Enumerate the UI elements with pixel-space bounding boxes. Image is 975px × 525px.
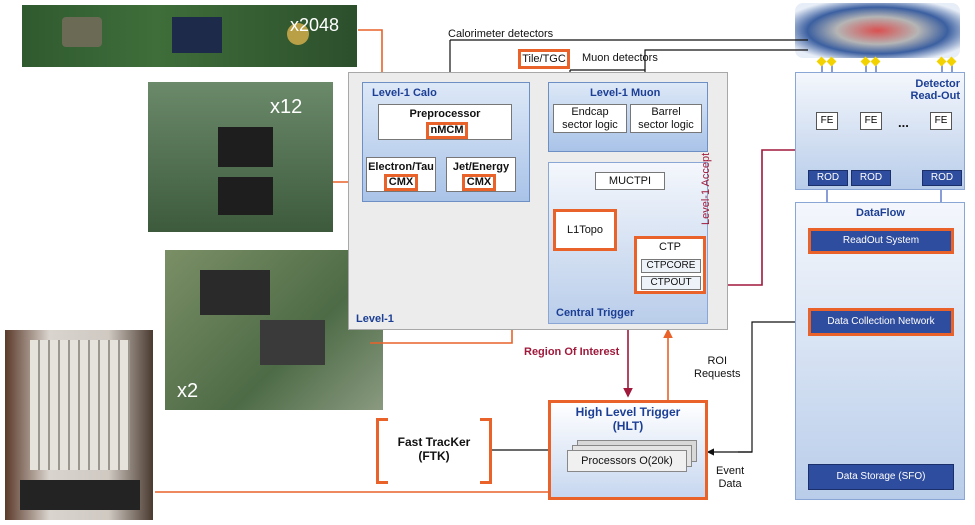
- electron-tau-box: Electron/Tau: [366, 157, 436, 192]
- board-photo-2: x12: [148, 82, 333, 232]
- jet-energy-label: Jet/Energy: [452, 161, 510, 173]
- ctpcore-box: CTPCORE: [641, 259, 701, 273]
- fe-box-1: FE: [816, 112, 838, 130]
- data-storage-box: Data Storage (SFO): [808, 464, 954, 490]
- nmcm-box: nMCM: [426, 122, 468, 139]
- cmx-box-1: CMX: [384, 174, 418, 191]
- multiplier-x2048: x2048: [290, 15, 340, 35]
- ftk-bracket: [376, 418, 492, 484]
- rack-photo: [5, 330, 153, 520]
- level1-accept-label: Level-1 Accept: [700, 152, 712, 225]
- central-trigger-title: Central Trigger: [556, 307, 635, 319]
- dcn-box: Data Collection Network: [808, 308, 954, 336]
- ctpout-box: CTPOUT: [641, 276, 701, 290]
- calorimeter-detectors-label: Calorimeter detectors: [448, 28, 554, 40]
- cmx-box-2: CMX: [462, 174, 496, 191]
- board-photo-3: x2: [165, 250, 383, 410]
- multiplier-x12: x12: [270, 96, 303, 118]
- board-photo-1: x2048: [22, 5, 357, 67]
- electron-tau-label: Electron/Tau: [368, 161, 434, 173]
- hlt-title: High Level Trigger (HLT): [575, 405, 681, 433]
- preprocessor-label: Preprocessor: [409, 108, 481, 120]
- rod-box-2: ROD: [851, 170, 891, 186]
- region-of-interest-label: Region Of Interest: [524, 346, 620, 358]
- dcn-label: Data Collection Network: [827, 316, 935, 327]
- level1-calo-title: Level-1 Calo: [372, 87, 437, 99]
- rod-box-3: ROD: [922, 170, 962, 186]
- rod-box-1: ROD: [808, 170, 848, 186]
- fe-box-2: FE: [860, 112, 882, 130]
- ctp-label: CTP: [659, 241, 681, 253]
- fe-box-3: FE: [930, 112, 952, 130]
- readout-system-box: ReadOut System: [808, 228, 954, 254]
- l1topo-box: L1Topo: [553, 209, 617, 251]
- detector-readout-title: Detector Read-Out: [910, 78, 961, 102]
- roi-requests-label: ROI Requests: [694, 355, 741, 380]
- endcap-sector-logic: Endcap sector logic: [553, 104, 627, 133]
- barrel-sector-logic: Barrel sector logic: [630, 104, 702, 133]
- tile-tgc-box: Tile/TGC: [518, 49, 570, 69]
- multiplier-x2: x2: [177, 380, 199, 402]
- processors-box: Processors O(20k): [567, 450, 687, 472]
- level1-title: Level-1: [356, 313, 394, 325]
- fe-ellipsis: ...: [898, 115, 909, 130]
- detector-image: [795, 3, 960, 58]
- muon-detectors-label: Muon detectors: [582, 52, 658, 64]
- dataflow-title: DataFlow: [856, 207, 905, 219]
- readout-system-label: ReadOut System: [842, 235, 920, 246]
- ftk-label: Fast TracKer (FTK): [397, 435, 471, 463]
- event-data-label: Event Data: [716, 465, 745, 490]
- level1-muon-title: Level-1 Muon: [590, 87, 661, 99]
- muctpi-box: MUCTPI: [595, 172, 665, 190]
